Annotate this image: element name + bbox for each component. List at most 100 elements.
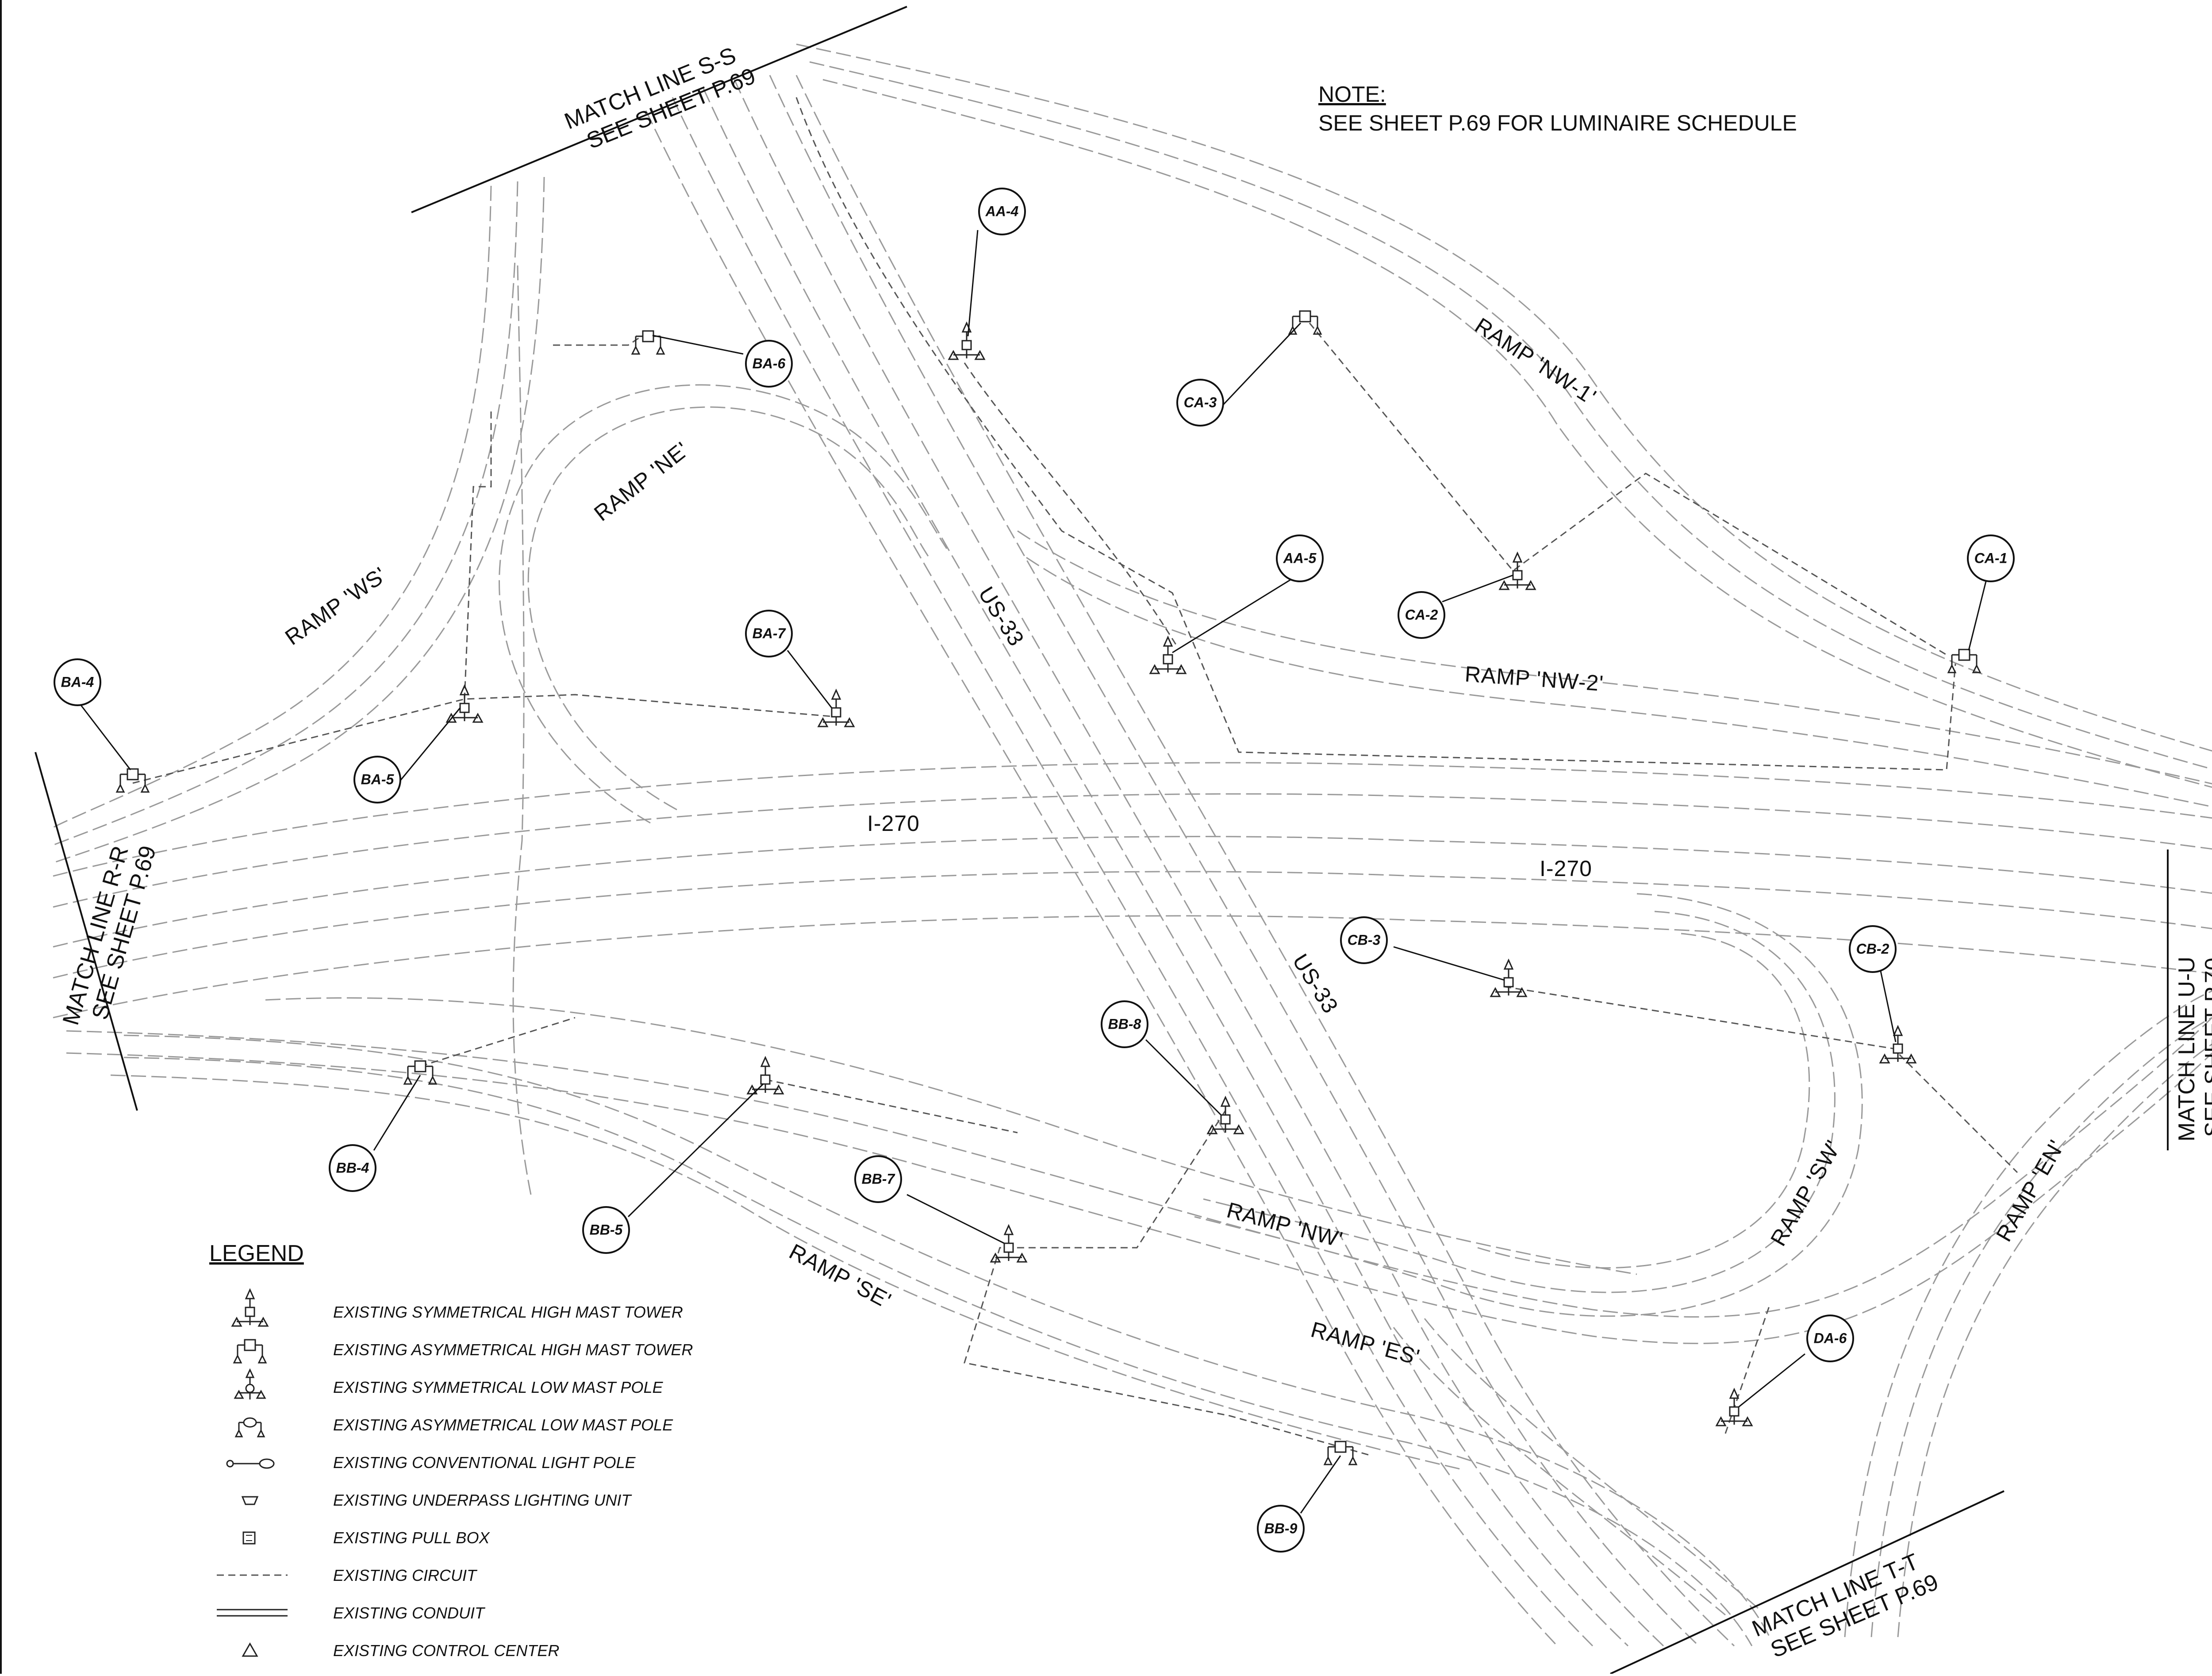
tag-ba4[interactable]: BA-4	[54, 658, 101, 706]
fixture-bb7-icon	[990, 1225, 1027, 1263]
tag-ca1[interactable]: CA-1	[1967, 534, 2015, 582]
conventional-light-pole-icon	[226, 1458, 275, 1469]
svg-text:EXISTING SYMMETRICAL LOW MAST: EXISTING SYMMETRICAL LOW MAST POLE	[333, 1378, 663, 1396]
svg-text:CA-2: CA-2	[1405, 607, 1438, 623]
light-fixtures	[116, 310, 1981, 1465]
svg-text:EXISTING CONTROL CENTER: EXISTING CONTROL CENTER	[333, 1641, 559, 1660]
svg-text:CA-3: CA-3	[1184, 394, 1217, 410]
label-ramp-nw2: RAMP 'NW-2'	[1464, 661, 1605, 696]
note-text: SEE SHEET P.69 FOR LUMINAIRE SCHEDULE	[1318, 111, 1797, 135]
fixture-tags: AA-4 BA-6 CA-3 AA-5 CA-2 CA-1 BA-7 BA-4 …	[54, 188, 2015, 1553]
fixture-da6-icon	[1716, 1388, 1753, 1426]
svg-text:EXISTING ASYMMETRICAL LOW MAST: EXISTING ASYMMETRICAL LOW MAST POLE	[333, 1416, 673, 1434]
fixture-bb5-icon	[747, 1057, 784, 1095]
svg-text:EXISTING CIRCUIT: EXISTING CIRCUIT	[333, 1566, 478, 1584]
svg-text:EXISTING CONVENTIONAL LIGHT PO: EXISTING CONVENTIONAL LIGHT POLE	[333, 1453, 636, 1472]
label-ramp-se: RAMP 'SE'	[785, 1239, 895, 1313]
tag-cb3[interactable]: CB-3	[1340, 916, 1388, 964]
legend-row-symmetrical-low-mast-pole: EXISTING SYMMETRICAL LOW MAST POLE	[234, 1368, 663, 1399]
tag-bb5[interactable]: BB-5	[582, 1206, 630, 1254]
legend: LEGEND EXISTING SYMMETRICAL HIGH MAST TO…	[209, 1241, 693, 1660]
tag-ba7[interactable]: BA-7	[745, 610, 793, 657]
fixture-bb9-icon	[1324, 1441, 1357, 1465]
match-line-uu-label: MATCH LINE U-U	[2174, 957, 2200, 1142]
road-labels: RAMP 'WS' RAMP 'NE' US-33 US-33 RAMP 'NW…	[280, 313, 2069, 1370]
legend-row-conduit: EXISTING CONDUIT	[217, 1604, 486, 1622]
legend-row-control-center: EXISTING CONTROL CENTER	[242, 1641, 559, 1660]
svg-text:CA-1: CA-1	[1974, 550, 2008, 566]
svg-text:BA-6: BA-6	[753, 355, 786, 371]
tag-cb2[interactable]: CB-2	[1849, 925, 1897, 973]
svg-text:EXISTING PULL BOX: EXISTING PULL BOX	[333, 1529, 490, 1547]
asymmetrical-low-mast-pole-icon	[234, 1417, 265, 1438]
label-i270-east: I-270	[1540, 856, 1592, 881]
svg-text:AA-5: AA-5	[1283, 550, 1317, 566]
svg-text:EXISTING SYMMETRICAL HIGH MAST: EXISTING SYMMETRICAL HIGH MAST TOWER	[333, 1303, 683, 1321]
tag-aa4[interactable]: AA-4	[978, 188, 1026, 235]
svg-text:CB-2: CB-2	[1856, 941, 1889, 957]
legend-row-asymmetrical-low-mast-pole: EXISTING ASYMMETRICAL LOW MAST POLE	[234, 1416, 673, 1438]
label-ramp-ne: RAMP 'NE'	[589, 437, 693, 526]
svg-text:CB-3: CB-3	[1348, 932, 1381, 948]
roadway-linework	[53, 43, 2212, 1647]
label-ramp-nw1: RAMP 'NW-1'	[1471, 313, 1601, 409]
svg-text:EXISTING ASYMMETRICAL HIGH MAS: EXISTING ASYMMETRICAL HIGH MAST TOWER	[333, 1341, 693, 1359]
tag-bb9[interactable]: BB-9	[1257, 1505, 1305, 1553]
underpass-lighting-unit-icon	[241, 1496, 259, 1505]
svg-text:BB-5: BB-5	[590, 1222, 623, 1238]
tag-aa5[interactable]: AA-5	[1276, 534, 1324, 582]
fixture-ba6-icon	[631, 330, 665, 355]
pull-box-icon	[242, 1531, 256, 1545]
svg-text:BA-5: BA-5	[361, 771, 395, 787]
control-center-legend-icon	[242, 1642, 258, 1657]
svg-text:BB-8: BB-8	[1108, 1016, 1141, 1032]
label-us33-south: US-33	[1288, 949, 1343, 1018]
match-line-uu: MATCH LINE U-U SEE SHEET P.70	[2167, 850, 2212, 1150]
fixture-ca2-icon	[1499, 552, 1536, 590]
fixture-ba7-icon	[818, 689, 855, 727]
legend-row-symmetrical-high-mast-tower: EXISTING SYMMETRICAL HIGH MAST TOWER	[231, 1289, 683, 1327]
svg-text:DA-6: DA-6	[1814, 1330, 1847, 1346]
svg-text:AA-4: AA-4	[985, 203, 1019, 219]
legend-row-underpass-lighting-unit: EXISTING UNDERPASS LIGHTING UNIT	[241, 1491, 632, 1509]
fixture-aa5-icon	[1149, 636, 1187, 674]
legend-row-pull-box: EXISTING PULL BOX	[242, 1529, 490, 1547]
svg-text:EXISTING CONDUIT: EXISTING CONDUIT	[333, 1604, 486, 1622]
label-ramp-es: RAMP 'ES'	[1308, 1317, 1422, 1370]
tag-bb8[interactable]: BB-8	[1101, 1000, 1148, 1048]
label-us33-north: US-33	[974, 582, 1029, 650]
fixture-cb2-icon	[1879, 1026, 1916, 1064]
tag-ba5[interactable]: BA-5	[353, 756, 401, 803]
match-line-tt: MATCH LINE T-T SEE SHEET P.69	[1610, 1490, 2005, 1675]
label-i270-west: I-270	[867, 811, 920, 836]
fixture-ba4-icon	[116, 768, 150, 793]
conduit-line-icon	[217, 1609, 288, 1617]
asymmetrical-high-mast-tower-icon	[233, 1339, 267, 1364]
label-ramp-nw: RAMP 'NW'	[1224, 1198, 1345, 1253]
legend-row-asymmetrical-high-mast-tower: EXISTING ASYMMETRICAL HIGH MAST TOWER	[233, 1339, 693, 1364]
label-ramp-ws: RAMP 'WS'	[280, 562, 391, 650]
sheet-note: NOTE: SEE SHEET P.69 FOR LUMINAIRE SCHED…	[1318, 82, 1797, 135]
fixture-bb8-icon	[1207, 1096, 1244, 1134]
tag-ca3[interactable]: CA-3	[1176, 379, 1224, 427]
tag-da6[interactable]: DA-6	[1806, 1315, 1854, 1362]
tag-bb4[interactable]: BB-4	[329, 1144, 376, 1192]
legend-row-circuit: EXISTING CIRCUIT	[217, 1566, 478, 1584]
svg-text:BB-9: BB-9	[1264, 1520, 1298, 1536]
svg-text:BB-4: BB-4	[336, 1160, 369, 1176]
svg-text:BB-7: BB-7	[862, 1171, 896, 1187]
symmetrical-low-mast-pole-icon	[234, 1368, 266, 1399]
legend-title: LEGEND	[209, 1241, 304, 1266]
match-line-uu-reference: SEE SHEET P.70	[2200, 957, 2212, 1137]
fixture-ca1-icon	[1947, 649, 1981, 673]
tag-bb7[interactable]: BB-7	[854, 1155, 902, 1203]
fixture-aa4-icon	[948, 322, 985, 360]
match-line-ss: MATCH LINE S-S SEE SHEET P.69	[411, 6, 907, 213]
tag-ba6[interactable]: BA-6	[745, 340, 793, 388]
legend-row-conventional-light-pole: EXISTING CONVENTIONAL LIGHT POLE	[226, 1453, 636, 1472]
label-ramp-sw: RAMP 'SW'	[1766, 1136, 1846, 1250]
tag-ca2[interactable]: CA-2	[1398, 591, 1445, 639]
svg-text:BA-7: BA-7	[753, 625, 787, 641]
